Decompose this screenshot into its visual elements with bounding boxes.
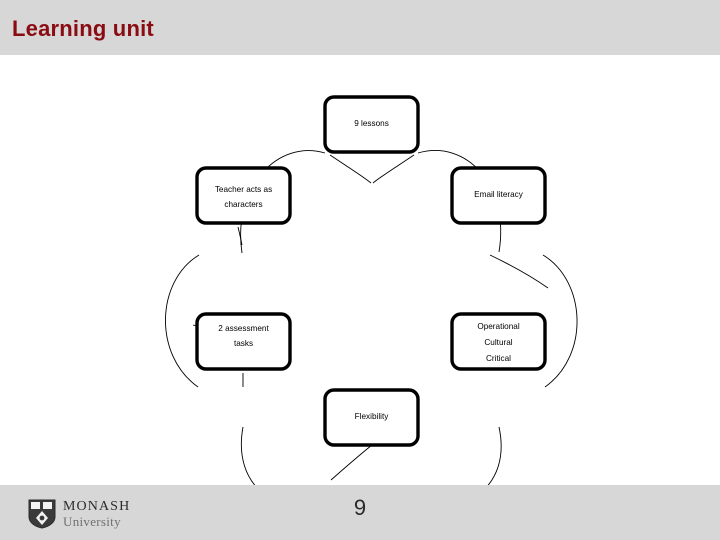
- connector-to-lessons-right: [372, 154, 415, 184]
- node-box-lessons[interactable]: [323, 95, 420, 154]
- node-label-teacher-line-2: characters: [224, 200, 262, 209]
- node-label-assessment-line-1: 2 assessment: [218, 324, 269, 333]
- monash-wordmark: MONASH University: [63, 499, 131, 529]
- node-label-lessons-line-1: 9 lessons: [354, 119, 389, 128]
- connector-to-flexibility: [330, 444, 373, 481]
- connector-to-email: [489, 254, 549, 289]
- page-title: Learning unit: [12, 16, 154, 41]
- node-label-email-line-1: Email literacy: [474, 190, 524, 199]
- node-label-teacher-line-1: Teacher acts as: [215, 185, 272, 194]
- node-box-email[interactable]: [450, 166, 547, 225]
- diagram-node-teacher[interactable]: Teacher acts as characters: [195, 166, 292, 225]
- slide-content-area: 9 lessons Email literacy Operational Cul…: [0, 55, 720, 485]
- node-box-assessment[interactable]: [195, 312, 292, 371]
- node-label-literacies-line-1: Operational: [477, 322, 520, 331]
- petal-arc-bottom-left: [240, 426, 256, 485]
- monash-crest-icon: [28, 499, 56, 529]
- petal-arc-right-lower: [487, 426, 502, 485]
- petal-arc-left-lower: [165, 254, 200, 388]
- slide-footer-band: [0, 485, 720, 540]
- node-box-flexibility[interactable]: [323, 388, 420, 447]
- diagram-node-flexibility[interactable]: Flexibility: [323, 388, 420, 447]
- node-label-assessment-line-2: tasks: [234, 339, 253, 348]
- connector-to-lessons-left: [329, 154, 372, 184]
- monash-logo-name: MONASH: [63, 499, 131, 515]
- diagram-node-assessment[interactable]: 2 assessment tasks: [195, 312, 292, 371]
- cycle-diagram: 9 lessons Email literacy Operational Cul…: [165, 95, 578, 485]
- monash-logo-subtitle: University: [63, 513, 121, 529]
- monash-university-logo: MONASH University: [28, 495, 163, 533]
- diagram-node-email[interactable]: Email literacy: [450, 166, 547, 225]
- diagram-node-literacies[interactable]: Operational Cultural Critical: [450, 312, 547, 371]
- node-label-flexibility-line-1: Flexibility: [355, 412, 390, 421]
- page-number: 9: [353, 495, 367, 520]
- petal-arc-right-upper: [542, 254, 578, 388]
- slide-header-band: Learning unit: [0, 0, 720, 55]
- diagram-node-lessons[interactable]: 9 lessons: [323, 95, 420, 154]
- node-label-literacies-line-3: Critical: [486, 354, 511, 363]
- node-label-literacies-line-2: Cultural: [484, 338, 512, 347]
- connector-to-teacher: [237, 226, 243, 246]
- node-box-literacies[interactable]: [450, 312, 547, 371]
- node-box-teacher[interactable]: [195, 166, 292, 225]
